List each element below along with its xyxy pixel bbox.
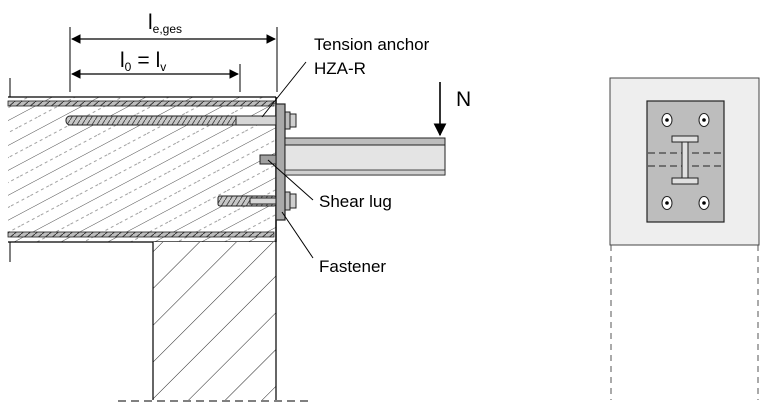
shear-lug-callout: Shear lug	[267, 159, 392, 211]
total-length-label: le,ges	[148, 11, 182, 36]
anchorage-length-label: l0=lv	[120, 49, 166, 74]
fastener-anchor	[217, 191, 297, 211]
bolt-hole-top-right	[698, 113, 710, 127]
dimension-anchorage-length: l0=lv	[69, 49, 241, 92]
dimension-total-length: le,ges	[69, 11, 278, 92]
fastener-label: Fastener	[319, 257, 386, 276]
steel-beam	[284, 137, 446, 176]
slab-top-rebar	[7, 100, 275, 107]
bolt-hole-top-left	[661, 113, 673, 127]
steel-plate	[275, 103, 286, 221]
fastener-callout: Fastener	[281, 211, 386, 276]
front-view-i-beam-section	[671, 135, 699, 185]
tension-anchor-callout: Tension anchor HZA-R	[261, 35, 430, 118]
tension-anchor-rod	[65, 111, 297, 130]
bolt-hole-bottom-right	[698, 196, 710, 210]
bolt-hole-bottom-left	[661, 196, 673, 210]
tension-anchor-label-line2: HZA-R	[314, 59, 366, 78]
shear-lug-label: Shear lug	[319, 192, 392, 211]
load-arrow: N	[433, 82, 471, 137]
slab-bottom-rebar	[7, 231, 275, 238]
front-view-bolt-holes	[661, 113, 710, 210]
support-wall	[118, 242, 310, 402]
shear-lug	[259, 154, 277, 165]
load-label: N	[456, 88, 471, 111]
front-view	[609, 77, 760, 400]
tension-anchor-label-line1: Tension anchor	[314, 35, 430, 54]
